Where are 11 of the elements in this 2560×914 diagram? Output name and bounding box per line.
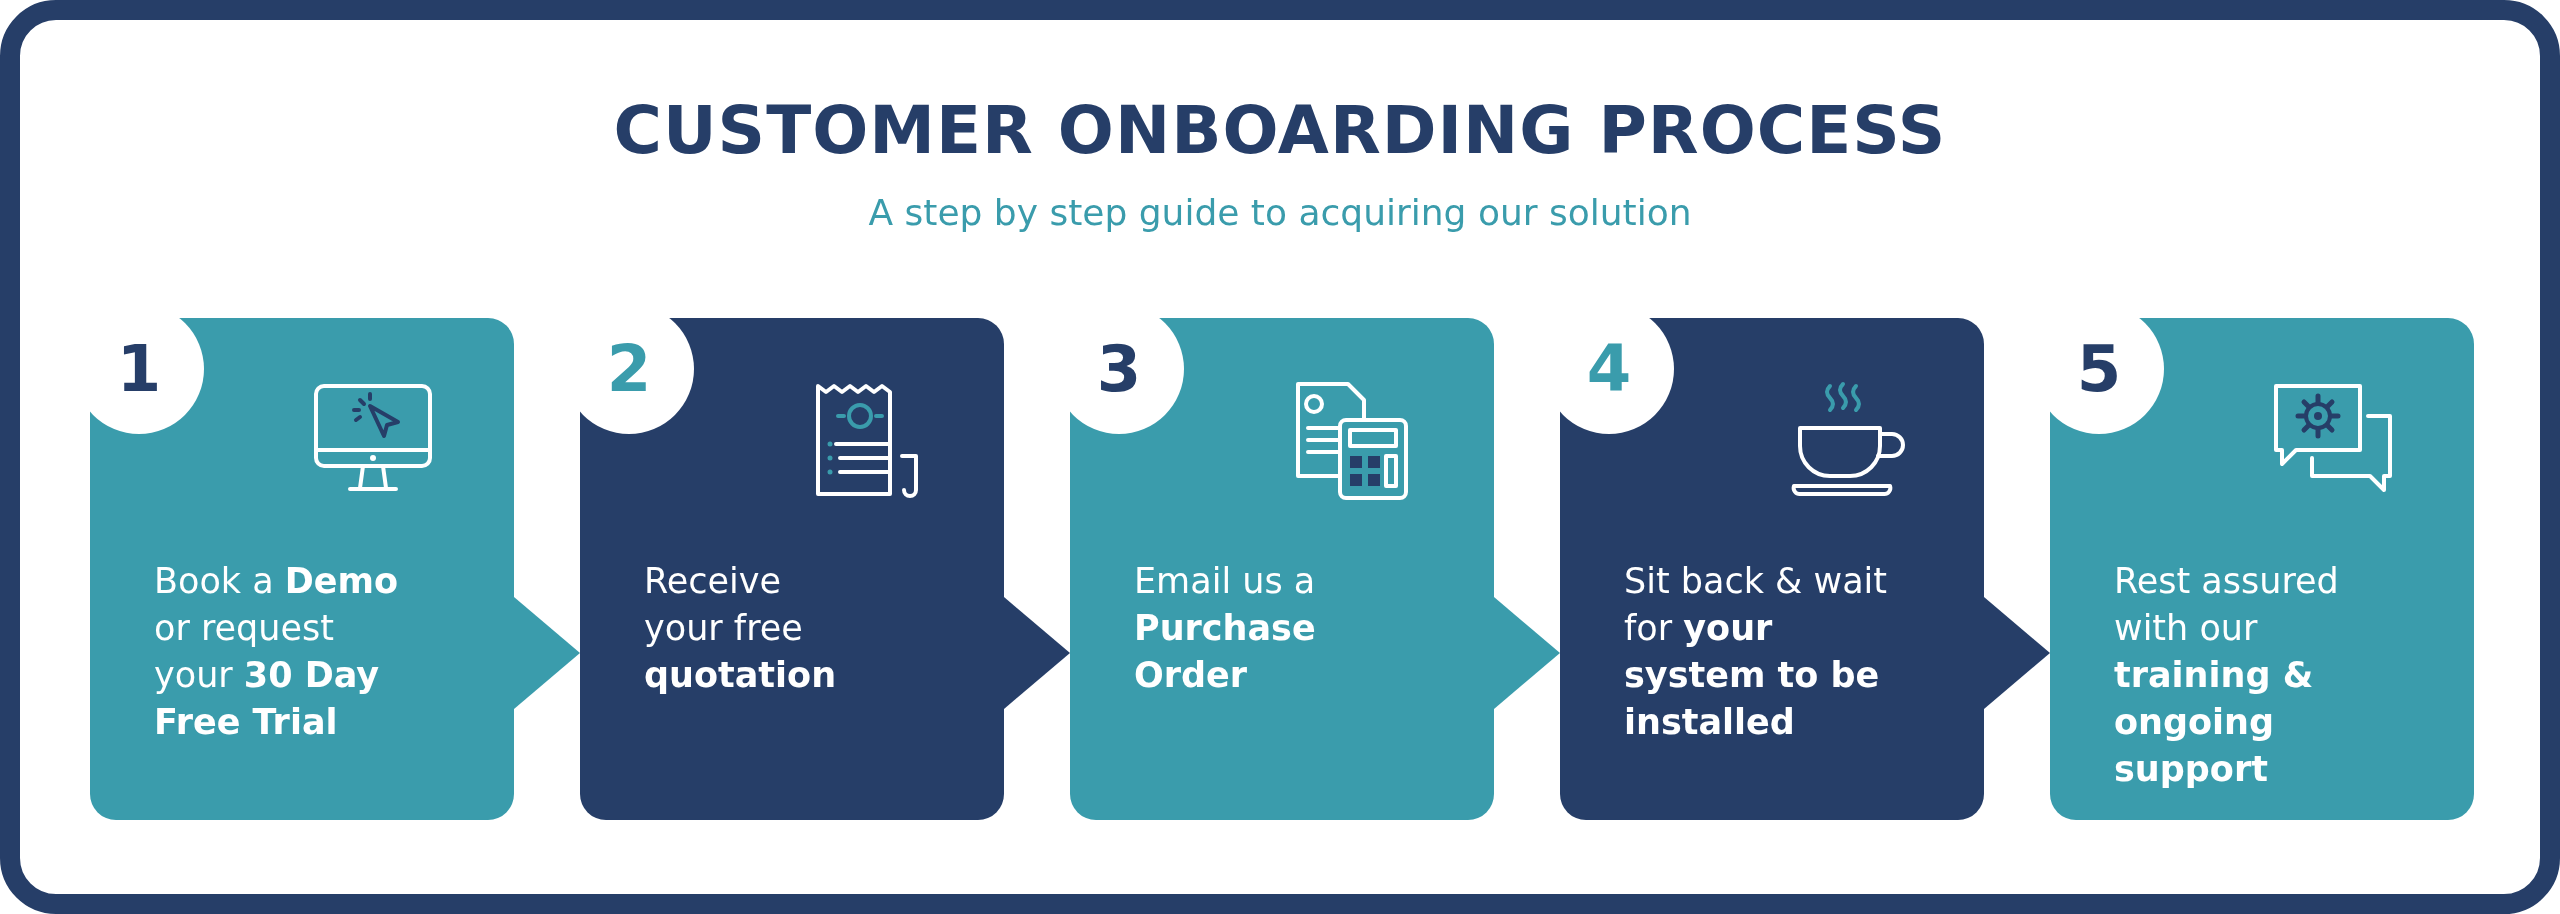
step-description: Sit back & wait for your system to be installed bbox=[1624, 560, 1889, 744]
arrow bbox=[1984, 597, 2050, 709]
step-description: Book a Demo or request your 30 Day Free Trial bbox=[154, 560, 400, 744]
title: CUSTOMER ONBOARDING PROCESS bbox=[613, 92, 1947, 169]
step-description: Email us a Purchase Order bbox=[1134, 560, 1317, 697]
subtitle: A step by step guide to acquiring our solution bbox=[868, 192, 1692, 233]
step-description: Receive your free quotation bbox=[644, 560, 838, 697]
step-description: Rest assured with our training & ongoing support bbox=[2114, 560, 2340, 791]
arrow bbox=[1494, 597, 1560, 709]
arrow bbox=[1004, 597, 1070, 709]
arrow bbox=[514, 597, 580, 709]
